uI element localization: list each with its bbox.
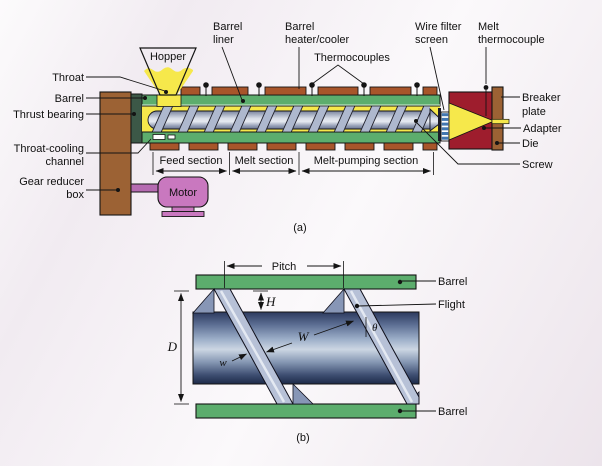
barrel-liner-label-1: Barrel: [213, 21, 242, 33]
flight-bands: [213, 288, 420, 405]
thermocouples-label: Thermocouples: [314, 52, 390, 64]
pitch-dimension: Pitch: [224, 261, 344, 288]
w-small-dimension: w: [219, 353, 247, 369]
hopper: [139, 47, 197, 107]
channel-width-label: W: [298, 329, 310, 344]
cooling-channel-2: [167, 134, 176, 140]
diagram-b: Pitch H D W w: [167, 261, 467, 444]
thrust-bearing-label: Thrust bearing: [13, 109, 84, 121]
d-dimension: D: [167, 290, 189, 405]
melt-thermocouple-pin: [483, 85, 489, 116]
motor: Motor: [157, 176, 209, 217]
melt-section-label: Melt section: [235, 155, 294, 167]
wire-filter-label-2: screen: [415, 34, 448, 46]
die-exit-melt: [491, 118, 510, 125]
screw-flights: [152, 106, 430, 132]
throat-cooling-label-1: Throat-cooling: [14, 143, 84, 155]
flight-depth-label: H: [265, 294, 276, 309]
adapter-melt-channel: [448, 102, 496, 141]
barrel-label: Barrel: [55, 93, 84, 105]
gear-reducer-box: [99, 91, 132, 216]
drive-shaft: [130, 183, 159, 193]
die-label: Die: [522, 138, 539, 150]
breaker-screen: [438, 108, 450, 142]
labels-b: Barrel Flight Barrel (b): [296, 276, 467, 444]
barrel-heater-label-2: heater/cooler: [285, 34, 350, 46]
screw-label: Screw: [522, 159, 553, 171]
thrust-bearing-housing: [130, 93, 143, 144]
hopper-label: Hopper: [150, 51, 186, 63]
heater-blocks-bottom: [149, 142, 438, 151]
helix-angle: θ: [365, 317, 378, 337]
melt-thermocouple-label-2: thermocouple: [478, 34, 545, 46]
thermocouple-pins: [203, 82, 420, 96]
barrel-top-band: [141, 94, 441, 107]
labels-a: Hopper Throat Barrel Thrust bearing Thro…: [13, 21, 562, 234]
feed-section-label: Feed section: [160, 155, 223, 167]
melt-thermocouple-label-1: Melt: [478, 21, 499, 33]
pitch-label: Pitch: [272, 261, 296, 273]
h-dimension: H: [253, 290, 276, 310]
gear-reducer-label-1: Gear reducer: [19, 176, 84, 188]
breaker-plate-label-2: plate: [522, 106, 546, 118]
diameter-label: D: [167, 339, 178, 354]
melt-pumping-section-label: Melt-pumping section: [314, 155, 419, 167]
wire-filter-label-1: Wire filter: [415, 21, 462, 33]
die-plate: [491, 86, 504, 151]
flight-tip-face-1: [192, 287, 215, 314]
w-dimension: W: [266, 320, 354, 353]
barrel-bottom-band: [141, 131, 441, 144]
barrel-liner-line: [142, 104, 440, 106]
breaker-plate-label-1: Breaker: [522, 92, 561, 104]
heater-blocks-top: [180, 86, 438, 96]
hopper-pellets: [144, 67, 193, 96]
adapter-label: Adapter: [523, 123, 562, 135]
flight-bottom-face-1: [292, 383, 314, 405]
barrel-bar-bottom: [195, 403, 417, 419]
barrel-heater-label-1: Barrel: [285, 21, 314, 33]
throat-label: Throat: [52, 72, 84, 84]
diagram-a: Motor Feed section Melt section Melt-pum…: [13, 21, 562, 234]
flight-label: Flight: [438, 299, 465, 311]
barrel-top-label: Barrel: [438, 276, 467, 288]
caption-b: (b): [296, 432, 309, 444]
motor-label: Motor: [169, 187, 197, 199]
hopper-funnel: [139, 47, 197, 96]
throat-opening: [156, 94, 182, 107]
gear-reducer-label-2: box: [66, 189, 84, 201]
flight-tip-face-2: [322, 287, 345, 314]
cooling-channel: [152, 134, 166, 140]
barrel-bar-top: [195, 274, 417, 290]
barrel-bottom-label: Barrel: [438, 406, 467, 418]
section-dimensions: Feed section Melt section Melt-pumping s…: [152, 152, 434, 175]
throat-cooling-label-2: channel: [45, 156, 84, 168]
caption-a: (a): [293, 222, 306, 234]
flight-width-label: w: [219, 357, 227, 369]
barrel-liner-label-2: liner: [213, 34, 234, 46]
helix-angle-label: θ: [372, 322, 378, 334]
